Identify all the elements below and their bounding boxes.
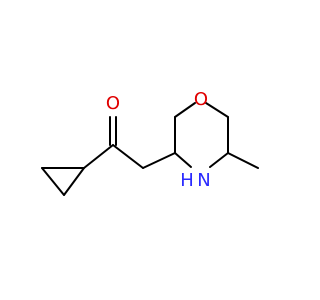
- ring-bond-c2-o1: [174, 102, 196, 118]
- methyl-bond: [227, 152, 259, 169]
- molecule-canvas: O O N H: [41, 89, 259, 196]
- carbonyl-to-methylene-bond: [112, 144, 144, 169]
- ring-bond-c5-n4: [209, 152, 229, 168]
- ring-oxygen-label: O: [194, 89, 208, 110]
- ring-nitrogen-label: N: [197, 170, 210, 191]
- ring-hydrogen-label: H: [180, 170, 194, 191]
- cyclopropyl-to-carbonyl-bond: [83, 144, 114, 169]
- cyclopropyl-bond-3: [41, 167, 65, 196]
- methylene-to-ring-bond: [142, 152, 176, 169]
- molecule-diagram: O O N H: [41, 89, 259, 196]
- carbonyl-oxygen-label: O: [106, 93, 120, 114]
- cyclopropyl-bond-2: [63, 167, 85, 196]
- ring-bond-o1-c6: [205, 102, 229, 118]
- ring-bond-n4-c3: [174, 152, 192, 168]
